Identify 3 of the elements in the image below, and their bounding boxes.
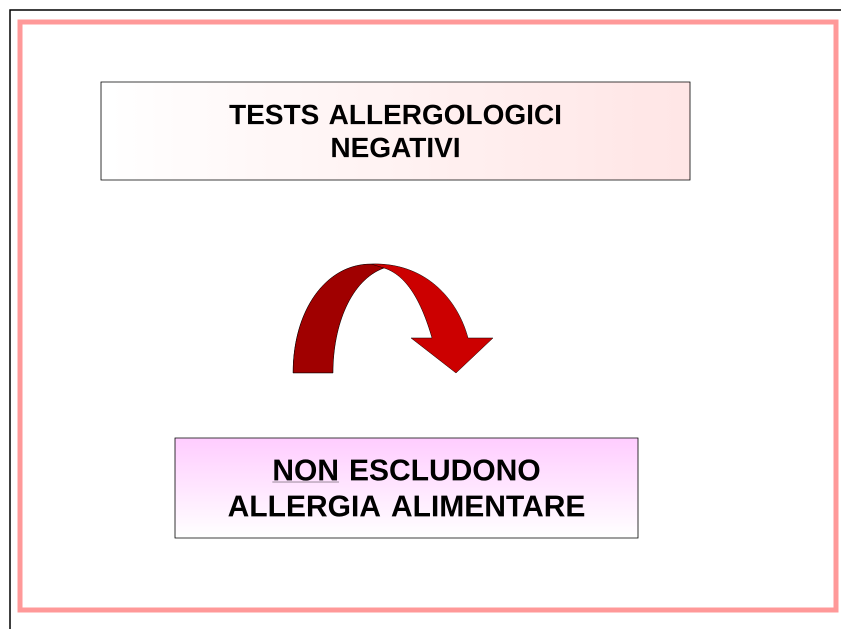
text-box: TESTS ALLERGOLOGICI NEGATIVI xyxy=(100,82,690,180)
curved-arrow xyxy=(292,264,494,374)
text-box: NON ESCLUDONO ALLERGIA ALIMENTARE xyxy=(174,438,638,538)
